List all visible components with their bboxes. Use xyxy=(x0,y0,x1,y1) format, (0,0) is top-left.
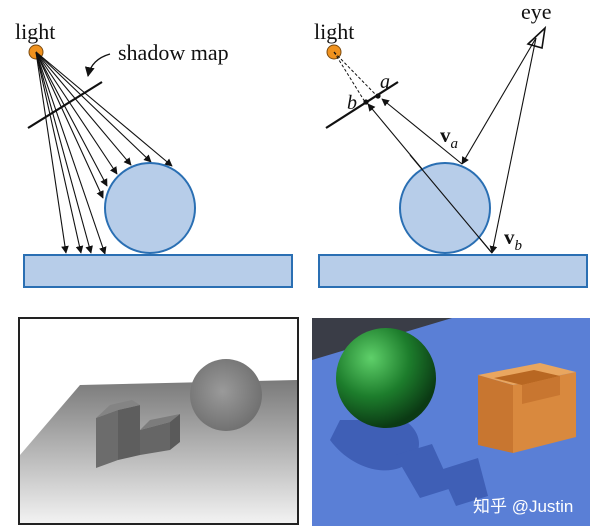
right-sphere xyxy=(399,162,491,254)
light-ray xyxy=(35,51,173,167)
v-a-label: va xyxy=(440,123,458,152)
projection-ray-b-overlay xyxy=(409,154,493,254)
point-a-label: a xyxy=(380,71,390,93)
render-shadows xyxy=(330,420,488,506)
depth-map-render xyxy=(18,317,299,525)
eye-icon xyxy=(526,25,547,50)
point-b-label: b xyxy=(347,92,357,114)
projection-ray-a xyxy=(381,98,463,165)
watermark-text: 知乎 @Justin xyxy=(473,497,573,516)
shadow-map-plane xyxy=(27,81,103,129)
render-orange-box xyxy=(478,363,576,453)
v-b-label: vb xyxy=(504,225,523,254)
right-diagram: light eye a b va vb xyxy=(314,0,588,288)
shadow-map-label: shadow map xyxy=(118,40,229,65)
eye-ray-b xyxy=(489,37,537,254)
shadow-render: 知乎 @Justin xyxy=(312,318,590,526)
render-green-sphere xyxy=(336,328,436,428)
depth-sphere xyxy=(190,359,262,431)
light-ray xyxy=(35,51,108,187)
left-light-label: light xyxy=(15,19,55,44)
point-b-dot xyxy=(363,99,369,105)
point-a-dot xyxy=(375,93,381,99)
depth-box xyxy=(96,400,180,468)
left-sphere xyxy=(104,162,196,254)
eye-ray-a xyxy=(461,37,537,165)
eye-label: eye xyxy=(521,0,552,24)
left-floor xyxy=(23,254,293,288)
left-diagram: light shadow map xyxy=(15,19,293,288)
right-light-label: light xyxy=(314,19,354,44)
light-ray xyxy=(35,51,118,175)
light-ray xyxy=(35,51,107,255)
light-ray xyxy=(35,51,152,163)
light-ray xyxy=(35,51,69,254)
left-light-rays xyxy=(35,51,173,255)
light-ray-dashed-a xyxy=(333,51,379,98)
shadow-map-callout-arrow xyxy=(84,53,111,77)
right-floor xyxy=(318,254,588,288)
right-shadow-map-plane xyxy=(325,81,399,129)
light-ray xyxy=(35,51,132,166)
light-ray xyxy=(35,51,93,254)
light-ray xyxy=(35,51,104,199)
light-ray xyxy=(35,51,84,254)
